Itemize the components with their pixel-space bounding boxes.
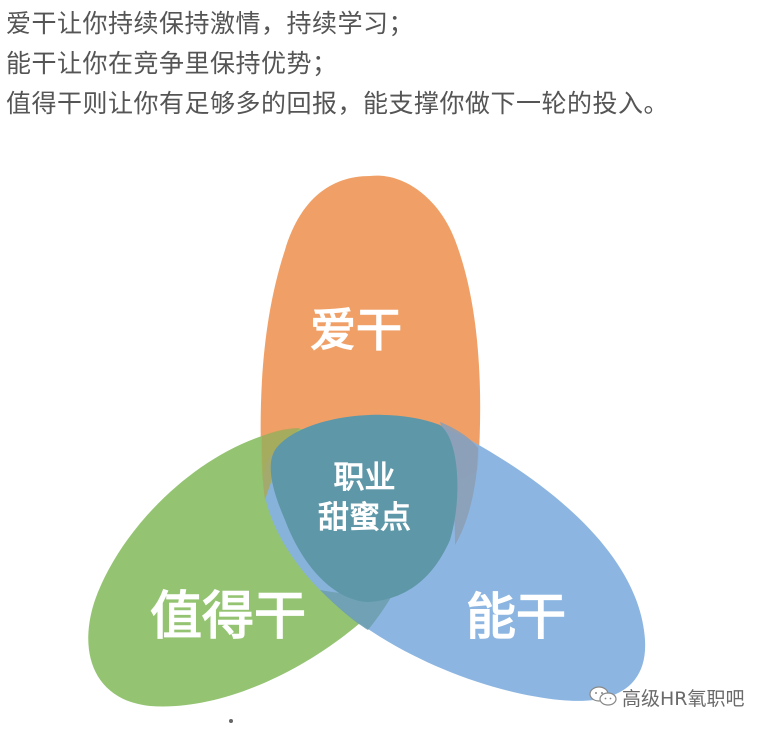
able-label: 能干 [466,588,566,646]
sweet-spot-line2: 甜蜜点 [318,500,411,536]
love-petal [260,175,481,494]
sweet-spot-line1: 职业 [333,460,396,496]
intro-line-able: 能干让你在竞争里保持优势； [6,49,338,78]
sweet-spot [270,414,458,602]
watermark-text: 高级HR氧职吧 [622,688,745,710]
love-label: 爱干 [310,303,402,357]
intro-text: 爱干让你持续保持激情，持续学习； 能干让你在竞争里保持优势； 值得干则让你有足够… [6,4,758,124]
worth-label: 值得干 [150,587,307,647]
overlap-love-worth [262,428,300,500]
stray-dot [229,719,233,723]
watermark: 高级HR氧职吧 [588,684,745,711]
wechat-icon [588,685,618,711]
intro-line-love: 爱干让你持续保持激情，持续学习； [6,9,415,38]
intro-line-worth: 值得干则让你有足够多的回报，能支撑你做下一轮的投入。 [6,89,670,118]
sweet-spot-label: 职业 甜蜜点 [318,458,411,538]
